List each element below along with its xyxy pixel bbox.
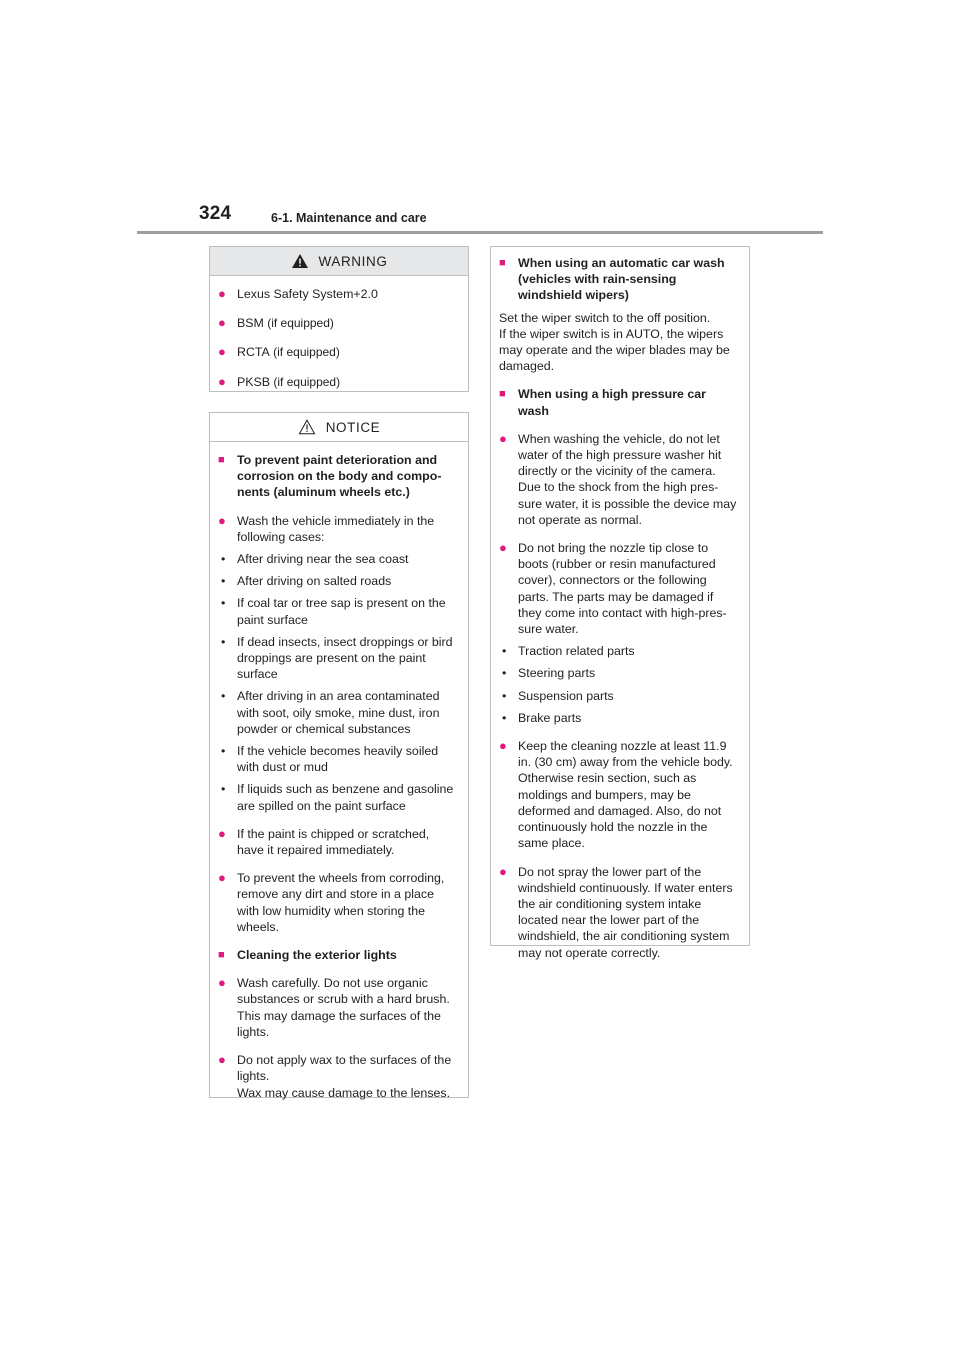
warning-header: WARNING [210,247,468,276]
warning-box: WARNING ●Lexus Safety System+2.0 ●BSM (i… [209,246,469,392]
bullet-icon: ● [218,825,226,841]
sub-item: •After driving on salted roads [221,574,392,589]
list-item: ●PKSB (if equipped) [218,373,341,389]
bullet-icon: ● [499,430,507,446]
notice-header: NOTICE [210,413,468,442]
sub-item: •After driving in an area contaminated w… [221,689,440,736]
list-item: ●BSM (if equipped) [218,315,334,331]
list-item: ●Do not spray the lower part of the wind… [499,863,733,960]
subheading: ■To prevent paint deterioration and corr… [218,453,442,500]
page-number: 324 [199,203,232,224]
notice-title: NOTICE [325,419,381,435]
square-bullet-icon: ■ [499,257,506,269]
bullet-icon: ● [218,1052,226,1068]
warning-triangle-icon [291,253,309,269]
bullet-icon: ● [499,863,507,879]
paragraph: Set the wiper switch to the off position… [499,310,730,374]
list-item: ●To prevent the wheels from corroding, r… [218,870,445,934]
bullet-icon: ● [218,286,226,301]
header-rule [137,231,823,234]
warning-title: WARNING [318,253,388,269]
list-item: ●Keep the cleaning nozzle at least 11.9 … [499,738,733,851]
bullet-icon: ● [218,315,226,331]
bullet-icon: ● [499,540,507,556]
subheading: ■When using an automatic car wash (vehic… [499,256,725,303]
sub-item: •If the vehicle becomes heavily soiled w… [221,744,439,775]
notice-continuation-box: ■When using an automatic car wash (vehic… [490,246,750,960]
list-item: ●If the paint is chipped or scratched, h… [218,825,430,858]
square-bullet-icon: ■ [499,388,506,401]
sub-item: •Brake parts [502,710,582,725]
list-item: ●Do not bring the nozzle tip close to bo… [499,540,727,637]
sub-item: •If dead insects, insect droppings or bi… [221,634,453,682]
list-item: ●Wash the vehicle immediately in the fol… [218,512,435,544]
list-item: ●RCTA (if equipped) [218,344,340,360]
list-item: ●When washing the vehicle, do not let wa… [499,430,737,527]
section-title: 6-1. Maintenance and care [271,211,427,225]
bullet-icon: ● [218,870,226,886]
subheading: ■When using a high pressure car wash [499,387,706,418]
list-item: ●Lexus Safety System+2.0 [218,286,378,301]
square-bullet-icon: ■ [218,454,225,466]
sub-item: •If coal tar or tree sap is present on t… [221,596,446,627]
list-item: ●Do not apply wax to the surfaces of the… [218,1052,452,1100]
list-item: ●Wash carefully. Do not use organic subs… [218,975,450,1039]
caution-triangle-icon [298,419,316,435]
sub-item: •Traction related parts [502,644,635,659]
bullet-icon: ● [218,512,226,528]
sub-item: •Steering parts [502,666,596,681]
sub-item: •After driving near the sea coast [221,552,409,567]
notice-box: NOTICE ■To prevent paint deterioration a… [209,412,469,1100]
sub-item: •Suspension parts [502,688,614,703]
sub-item: •If liquids such as benzene and gasoline… [221,782,454,813]
bullet-icon: ● [218,344,226,360]
bullet-icon: ● [218,975,226,991]
bullet-icon: ● [218,373,226,389]
subheading: ■Cleaning the exterior lights [218,948,397,963]
bullet-icon: ● [499,738,507,754]
square-bullet-icon: ■ [218,949,225,962]
